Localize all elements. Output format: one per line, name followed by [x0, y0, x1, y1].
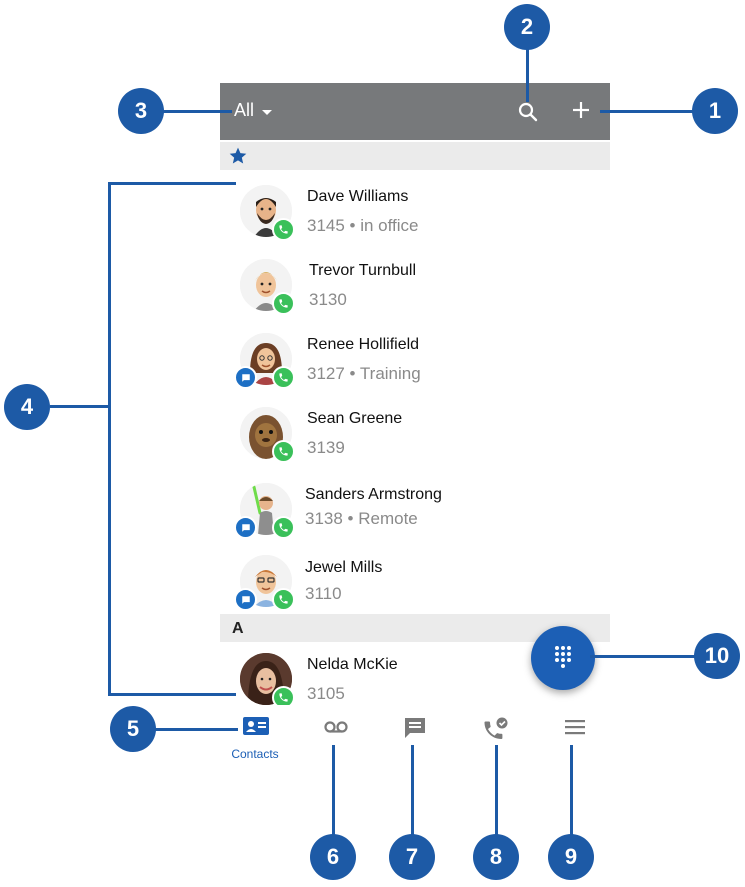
- search-button[interactable]: [517, 101, 539, 123]
- contact-row[interactable]: Trevor Turnbull 3130: [220, 252, 610, 326]
- callout-line: [526, 46, 529, 102]
- contact-row[interactable]: Sanders Armstrong 3138 • Remote: [220, 476, 610, 550]
- callout-10: 10: [694, 633, 740, 679]
- presence-phone-icon: [272, 440, 295, 463]
- contact-name: Dave Williams: [307, 188, 409, 205]
- section-letter: A: [232, 620, 244, 637]
- filter-dropdown[interactable]: All: [234, 100, 273, 121]
- search-icon: [518, 102, 538, 122]
- chat-badge-icon: [234, 516, 257, 539]
- contact-row[interactable]: Dave Williams 3145 • in office: [220, 178, 610, 252]
- callout-line: [150, 728, 238, 731]
- presence-phone-icon: [272, 516, 295, 539]
- tab-voicemail[interactable]: [300, 713, 370, 763]
- callout-2: 2: [504, 4, 550, 50]
- callout-5: 5: [110, 706, 156, 752]
- chat-badge-icon: [234, 366, 257, 389]
- callout-line: [590, 655, 700, 658]
- contact-row[interactable]: Sean Greene 3139: [220, 400, 610, 474]
- plus-icon: [573, 102, 589, 118]
- callout-line: [411, 745, 414, 837]
- callout-line: [108, 182, 111, 695]
- callout-1: 1: [692, 88, 738, 134]
- top-bar: All: [220, 83, 610, 140]
- contact-row[interactable]: Nelda McKie 3105: [220, 646, 610, 720]
- caret-down-icon: [262, 109, 273, 115]
- contacts-screen: All: [220, 83, 610, 773]
- menu-icon: [565, 720, 585, 735]
- contact-name: Jewel Mills: [305, 559, 383, 576]
- contact-name: Renee Hollifield: [307, 336, 420, 353]
- callout-line: [50, 405, 110, 408]
- callout-7: 7: [389, 834, 435, 880]
- messages-icon: [405, 718, 425, 738]
- contact-name: Sanders Armstrong: [305, 486, 442, 503]
- contacts-card-icon: [243, 717, 269, 735]
- avatar: [240, 185, 292, 237]
- presence-phone-icon: [272, 218, 295, 241]
- dialpad-icon: [555, 646, 571, 668]
- presence-phone-icon: [272, 292, 295, 315]
- callout-4: 4: [4, 384, 50, 430]
- contact-name: Nelda McKie: [307, 656, 398, 673]
- voicemail-icon: [324, 721, 348, 733]
- callout-line: [332, 745, 335, 837]
- callout-line: [495, 745, 498, 837]
- contact-name: Sean Greene: [307, 410, 403, 427]
- chat-badge-icon: [234, 588, 257, 611]
- callout-3: 3: [118, 88, 164, 134]
- callout-line: [600, 110, 700, 113]
- contact-extension: 3139: [307, 438, 345, 457]
- contact-extension: 3110: [305, 584, 342, 603]
- callout-line: [108, 693, 236, 696]
- bottom-tab-bar: Contacts: [220, 705, 610, 770]
- contact-extension: 3145 • in office: [307, 216, 419, 235]
- tab-call-history[interactable]: [460, 713, 530, 763]
- contact-name: Trevor Turnbull: [309, 262, 416, 279]
- contact-extension: 3138 • Remote: [305, 509, 418, 528]
- tab-messages[interactable]: [380, 713, 450, 763]
- tab-contacts-label: Contacts: [231, 747, 279, 761]
- tab-contacts[interactable]: Contacts: [220, 713, 290, 763]
- callout-line: [108, 182, 236, 185]
- presence-phone-icon: [272, 588, 295, 611]
- contact-extension: 3105: [307, 684, 345, 703]
- contact-extension: 3130: [309, 290, 347, 309]
- add-contact-button[interactable]: [570, 99, 592, 121]
- callout-6: 6: [310, 834, 356, 880]
- call-history-icon: [484, 717, 508, 739]
- presence-phone-icon: [272, 686, 295, 709]
- contact-extension: 3127 • Training: [307, 364, 421, 383]
- callout-8: 8: [473, 834, 519, 880]
- filter-label: All: [234, 100, 255, 120]
- tab-menu[interactable]: [540, 713, 610, 763]
- star-icon: [229, 147, 247, 164]
- contact-row[interactable]: Renee Hollifield 3127 • Training: [220, 326, 610, 400]
- callout-9: 9: [548, 834, 594, 880]
- favorites-header: [220, 142, 610, 170]
- callout-line: [160, 110, 232, 113]
- callout-line: [570, 745, 573, 837]
- dialpad-button[interactable]: [531, 626, 595, 690]
- presence-phone-icon: [272, 366, 295, 389]
- contact-row[interactable]: Jewel Mills 3110: [220, 548, 610, 622]
